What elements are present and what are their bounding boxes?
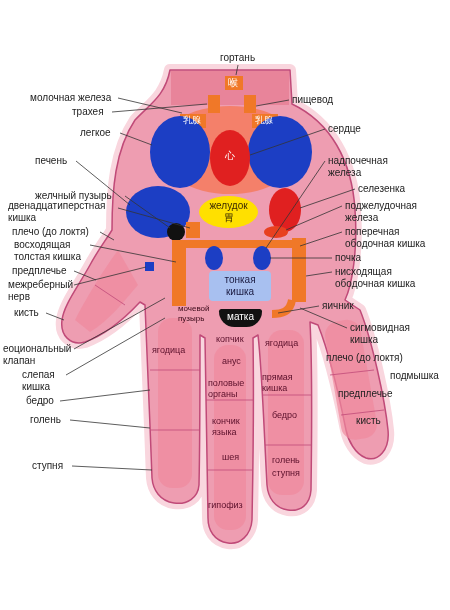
hand-glow [62,70,388,543]
organ-name: 胃 [209,212,248,224]
zone-label: плечо (до локтя) [12,226,89,238]
zone-label: ягодица [265,338,298,349]
descending-colon [292,238,306,302]
organ-label: трахея [72,106,104,118]
organ-name: желудок [209,200,248,212]
organ-label: гортань [220,52,255,64]
zone-label: бедро [26,395,54,407]
zone-label: ступня [272,468,300,479]
zone-label: ягодица [152,345,185,356]
heart [210,130,250,186]
esophagus [244,95,256,113]
hand-outline [62,70,388,543]
pancreas [264,226,288,238]
organ-glyph: 喉 [228,77,238,89]
organ-name: тонкая кишка [215,274,265,298]
organ-label: сердце [328,123,361,135]
sigmoid-colon [272,300,292,314]
organ-name: матка [227,311,254,323]
organ-label: почка [335,252,361,264]
organ-label: печень [35,155,67,167]
organ-label: легкое [80,127,111,139]
organ-label: двенадцатиперстная кишка [8,200,116,224]
zone-label: предплечье [12,265,67,277]
small-intestine-shape: тонкая кишка [209,271,271,301]
organ-label: еоциональный клапан [3,343,75,367]
zone-label: голень [272,455,300,466]
kidney [253,246,271,270]
zone-label: кончик языка [212,416,258,438]
organ-label: яичник [322,300,354,312]
zone-label: гипофиз [208,500,243,511]
transverse-colon [186,240,292,248]
larynx [225,76,243,90]
zone-label: плечо (до локтя) [326,352,403,364]
zone-label: прямая кишка [262,372,308,394]
wrist-band [171,71,289,105]
duodenum [186,222,200,238]
organ-glyph: 乳腺 [255,115,273,126]
zone-label: подмышка [390,370,439,382]
finger-segments [75,250,379,530]
zone-label: копчик [216,334,244,345]
organ-label: пищевод [292,94,333,106]
organ-label: селезенка [358,183,405,195]
organ-label: поперечная ободочная кишка [345,226,447,250]
organ-label: нисходящая ободочная кишка [335,266,429,290]
organ-label: поджелудочная железа [345,200,429,224]
ascending-colon [172,240,186,306]
left-lung [150,116,210,188]
organ-label: слепая кишка [22,369,70,393]
zone-label: кисть [356,415,381,427]
stomach-shape: желудок胃 [199,196,258,228]
zone-label: бедро [272,410,297,421]
zone-label: голень [30,414,61,426]
ileocecal-valve [145,262,154,271]
organ-label: надпочечная железа [328,155,400,179]
organ-label: восходящая толстая кишка [14,239,90,263]
organ-label: мочевой пузырь [178,304,216,324]
organ-label: молочная железа [30,92,111,104]
trachea [208,95,220,113]
zone-label: половые органы [208,378,254,400]
zone-label: предплечье [338,388,393,400]
organ-label: сигмовидная кишка [350,322,424,346]
organ-glyph: 乳腺 [183,115,201,126]
zone-label: шея [222,452,239,463]
kidney [205,246,223,270]
leader-lines [46,65,355,470]
zone-label: межреберный нерв [8,279,76,303]
zone-label: анус [222,356,241,367]
zone-label: кисть [14,307,39,319]
zone-label: ступня [32,460,63,472]
organ-glyph: 心 [225,150,235,162]
